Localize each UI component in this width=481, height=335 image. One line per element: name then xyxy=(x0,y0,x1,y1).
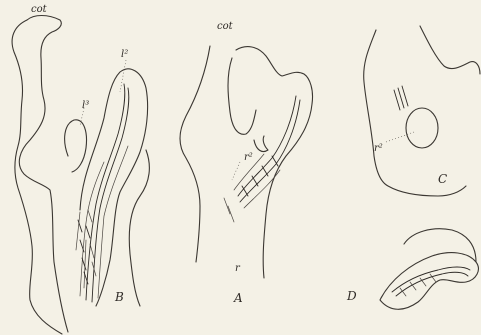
panel-b-label-cot: cot xyxy=(31,4,48,15)
panel-a: cot r² r A xyxy=(180,21,313,305)
panel-b-right-outline xyxy=(129,150,149,306)
panel-a-label-r2: r² xyxy=(244,152,253,163)
panel-d: D xyxy=(346,229,478,310)
panel-a-label-cot: cot xyxy=(217,21,234,32)
panel-b-label-l3: l³ xyxy=(82,100,89,111)
panel-b-lobe-outline xyxy=(65,120,87,172)
panel-c-vessel xyxy=(394,86,408,110)
panel-c-oval xyxy=(406,108,438,148)
panel-b-letter: B xyxy=(114,290,124,304)
panel-b-outer-outline xyxy=(19,16,68,333)
panel-a-vascular-strand xyxy=(224,96,300,222)
panel-a-label-r: r xyxy=(235,263,241,274)
panel-b-vascular-strand xyxy=(76,84,129,302)
panel-c-upper-outline xyxy=(420,26,480,74)
panel-a-letter: A xyxy=(233,291,243,305)
panel-d-letter: D xyxy=(346,289,357,303)
panel-c: r² C xyxy=(364,26,480,196)
panel-a-left-outline xyxy=(180,46,210,262)
panel-a-inner-outline xyxy=(228,58,256,134)
panel-c-label-r2: r² xyxy=(374,143,383,154)
panel-b-label-l2: l² xyxy=(121,49,128,60)
panel-b-left-outline xyxy=(12,20,62,334)
panel-b: cot l² l³ B xyxy=(12,4,149,334)
panel-d-hook-outline xyxy=(380,253,478,310)
panel-c-letter: C xyxy=(438,172,447,186)
panel-a-notch xyxy=(254,136,268,152)
panel-b-leader-l2 xyxy=(120,60,126,92)
panel-b-inner-outline xyxy=(80,69,148,306)
panel-d-inner-curve xyxy=(404,229,476,262)
panel-c-outer-outline xyxy=(364,30,466,196)
panel-a-leader-r2 xyxy=(232,162,240,180)
